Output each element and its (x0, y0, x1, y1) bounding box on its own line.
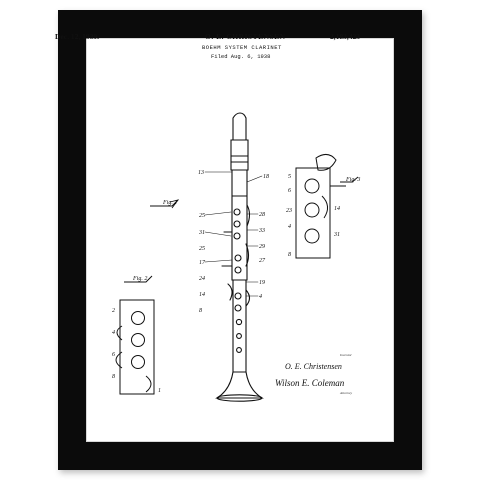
patent-inventor: O. E. CHRISTENSEN (205, 32, 286, 41)
ref-label: 28 (259, 212, 265, 218)
ref-label: 31 (198, 230, 205, 236)
mouthpiece (232, 112, 247, 141)
ref-label: 8 (288, 252, 291, 258)
ref-label: 17 (199, 260, 206, 266)
ref-label: 25 (199, 213, 205, 219)
left-detail (115, 275, 155, 395)
patent-filed: Filed Aug. 6, 1938 (211, 53, 271, 60)
ref-label: 1 (158, 388, 161, 394)
fig2-label: Fig. 2 (132, 276, 147, 282)
ref-label: 24 (199, 275, 205, 282)
patent-title: BOEHM SYSTEM CLARINET (202, 44, 282, 51)
ref-label: 8 (199, 308, 202, 314)
ref-label: 2 (112, 308, 115, 314)
patent-number: 2,183,423 (330, 32, 360, 41)
ref-label: 14 (334, 205, 340, 212)
ref-label: 6 (288, 188, 291, 194)
white-mat (86, 38, 394, 442)
ref-label: 5 (288, 174, 291, 180)
ref-label: 8 (112, 374, 115, 380)
right-detail (295, 154, 359, 259)
ref-label: 29 (259, 244, 265, 250)
patent-date: Dec. 12, 1939. (55, 32, 99, 41)
ref-label: 19 (259, 280, 265, 286)
ref-label: 23 (286, 208, 292, 214)
fig3-label: Fig. 3 (345, 177, 360, 183)
fig1-label: Fig. 1 (162, 200, 177, 206)
ref-label: 31 (333, 232, 340, 238)
ref-label: 27 (259, 258, 266, 264)
ref-label: 33 (258, 228, 265, 234)
ref-label: 14 (199, 291, 205, 298)
fig1-arrow (150, 199, 180, 209)
inventor-label: Inventor (340, 353, 352, 357)
ref-label: 6 (112, 352, 115, 358)
upper-joint (231, 169, 248, 281)
ref-label: 25 (199, 246, 205, 252)
ref-label: 4 (259, 293, 262, 300)
attorney-signature: Wilson E. Coleman (275, 378, 345, 388)
bell (215, 371, 264, 399)
ref-label: 4 (112, 329, 115, 336)
ref-label: 13 (198, 170, 204, 176)
attorney-label: Attorney (340, 391, 353, 395)
barrel (230, 139, 249, 171)
ref-label: 18 (263, 174, 269, 180)
inventor-signature: O. E. Christensen (285, 362, 342, 371)
ref-label: 4 (288, 223, 291, 230)
